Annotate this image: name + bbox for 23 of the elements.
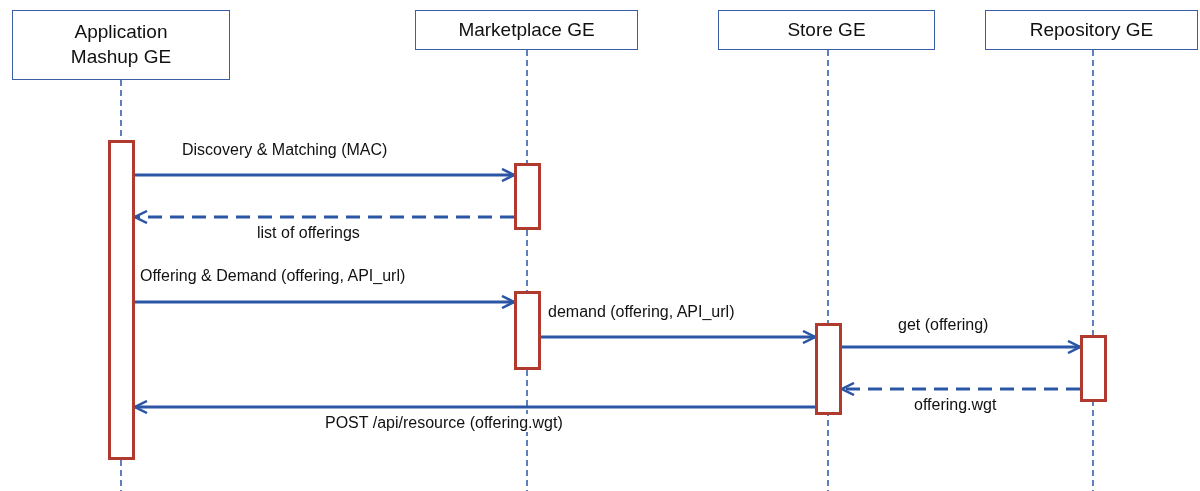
participant-box: Repository GE (985, 10, 1198, 50)
message-arrow (842, 339, 1082, 355)
activation-bar (108, 140, 135, 460)
activation-bar (514, 163, 541, 230)
message-arrow (541, 329, 817, 345)
participant-box: Application Mashup GE (12, 10, 230, 80)
activation-bar (815, 323, 842, 415)
participant-box: Marketplace GE (415, 10, 638, 50)
message-arrow (135, 167, 516, 183)
activation-bar (1080, 335, 1107, 402)
message-arrow (135, 294, 516, 310)
message-arrow (133, 399, 815, 415)
activation-bar (514, 291, 541, 370)
message-arrow (840, 381, 1080, 397)
edge-label: offering.wgt (912, 396, 999, 414)
edge-label: Discovery & Matching (MAC) (180, 141, 390, 159)
edge-label: POST /api/resource (offering.wgt) (323, 414, 565, 432)
message-arrow (133, 209, 514, 225)
edge-label: demand (offering, API_url) (546, 303, 737, 321)
edge-label: list of offerings (255, 224, 362, 242)
edge-label: get (offering) (896, 316, 991, 334)
edge-label: Offering & Demand (offering, API_url) (138, 267, 408, 285)
participant-box: Store GE (718, 10, 935, 50)
